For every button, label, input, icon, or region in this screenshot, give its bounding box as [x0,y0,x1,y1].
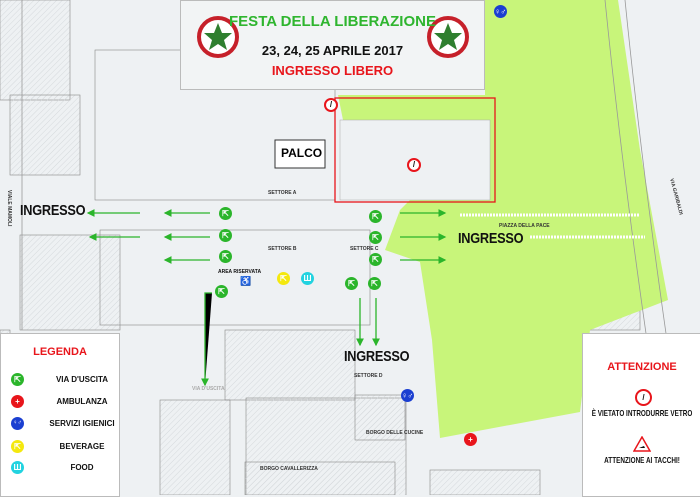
legend-item: ♀♂ SERVIZI IGIENICI [11,417,122,430]
event-dates: 23, 24, 25 APRILE 2017 [261,43,404,58]
exit-icon: ⇱ [345,277,358,290]
entrance-south-label: INGRESSO [344,348,410,365]
restricted-area-outline [334,97,496,203]
food-icon: Ш [301,272,314,285]
header-box: FESTA DELLA LIBERAZIONE 23, 24, 25 APRIL… [180,0,485,90]
exit-icon: ⇱ [219,250,232,263]
warning-label: ATTENZIONE AI TACCHI! [604,455,680,465]
exit-icon: ⇱ [219,229,232,242]
legend-label: AMBULANZA [56,397,108,406]
ambulance-icon: + [11,395,24,408]
beverage-icon: ⇱ [11,440,24,453]
legend-item: ⇱ VIA D'USCITA [11,373,122,386]
reserved-area-label: AREA RISERVATA [218,269,262,275]
warning-title: ATTENZIONE [607,361,677,373]
stage [274,139,326,169]
no-glass-icon: / [407,158,421,172]
legend-label: VIA D'USCITA [55,375,109,384]
street-via-d-uscita: VIA D'USCITA [192,386,225,392]
exit-icon: ⇱ [369,210,382,223]
no-glass-icon: / [635,389,652,406]
legend-label: FOOD [70,463,94,472]
warning-box: ATTENZIONE / È VIETATO INTRODURRE VETRO … [582,333,700,497]
street-borgo-delle-cucine: BORGO DELLE CUCINE [366,430,424,436]
legend-label: BEVERAGE [59,442,105,451]
warning-label: È VIETATO INTRODURRE VETRO [591,408,693,418]
sector-d-label: SETTORE D [354,373,383,379]
piazza-stripes [460,213,645,239]
exit-icon: ⇱ [215,285,228,298]
toilets-icon: ♀♂ [11,417,24,430]
event-title: FESTA DELLA LIBERAZIONE [229,13,436,30]
street-piazza-della-pace: PIAZZA DELLA PACE [499,223,550,229]
food-icon: Ш [11,461,24,474]
red-star-badge-icon [427,16,469,58]
legend-title: LEGENDA [33,346,87,358]
ambulance-icon: + [464,433,477,446]
sector-b-label: SETTORE B [268,246,297,252]
free-entry-label: INGRESSO LIBERO [271,63,394,78]
legend-item: + AMBULANZA [11,395,122,408]
beverage-icon: ⇱ [277,272,290,285]
wheelchair-icon: ♿ [240,276,252,286]
no-glass-icon: / [324,98,338,112]
high-heels-warning-icon [633,436,651,452]
street-borgo-cavallerizza: BORGO CAVALLERIZZA [260,466,318,472]
sector-c-label: SETTORE C [350,246,379,252]
buildings [0,0,641,495]
exit-icon: ⇱ [369,253,382,266]
exit-icon: ⇱ [369,231,382,244]
toilets-icon: ♀♂ [401,389,414,402]
legend-item: ⇱ BEVERAGE [11,440,122,453]
exit-icon: ⇱ [368,277,381,290]
sector-a-label: SETTORE A [268,190,297,196]
legend-box: LEGENDA ⇱ VIA D'USCITA + AMBULANZA ♀♂ SERVI… [0,333,120,497]
exit-icon: ⇱ [11,373,24,386]
red-star-badge-icon [197,16,239,58]
toilets-icon: ♀♂ [494,5,507,18]
entrance-west-label: INGRESSO [20,202,86,219]
stage-label: PALCO [281,146,323,160]
street-viale-mamoli: VIALE MAMOLI [6,190,12,227]
exit-icon: ⇱ [219,207,232,220]
entrance-east-label: INGRESSO [458,230,524,247]
exit-arrows [86,209,447,387]
legend-label: SERVIZI IGIENICI [49,419,115,428]
piazza-della-pace-green-area [338,0,668,438]
legend-item: Ш FOOD [11,461,122,474]
